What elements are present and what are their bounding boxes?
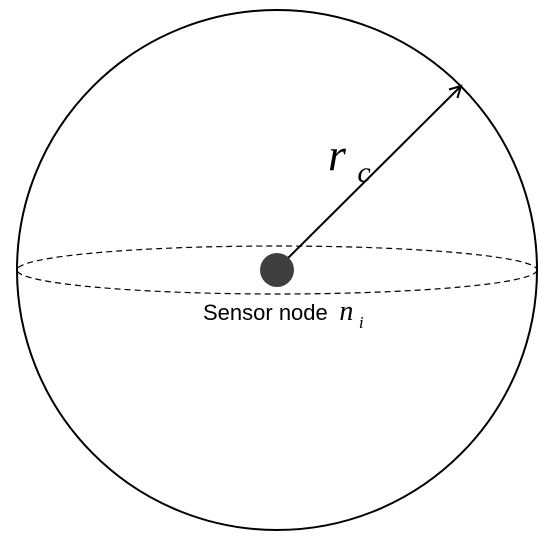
sensor-node-symbol: n (339, 296, 353, 327)
equator-ellipse (16, 245, 538, 295)
sensor-node-subscript: i (359, 313, 364, 332)
sensor-node-caption: Sensor node n i (203, 296, 364, 332)
radius-subscript: c (357, 156, 370, 189)
radius-arrow (277, 86, 461, 269)
sensor-node-caption-text: Sensor node (203, 300, 334, 325)
radius-label: r c (328, 129, 371, 189)
sensor-node-dot (260, 253, 294, 287)
radius-symbol: r (328, 129, 347, 180)
